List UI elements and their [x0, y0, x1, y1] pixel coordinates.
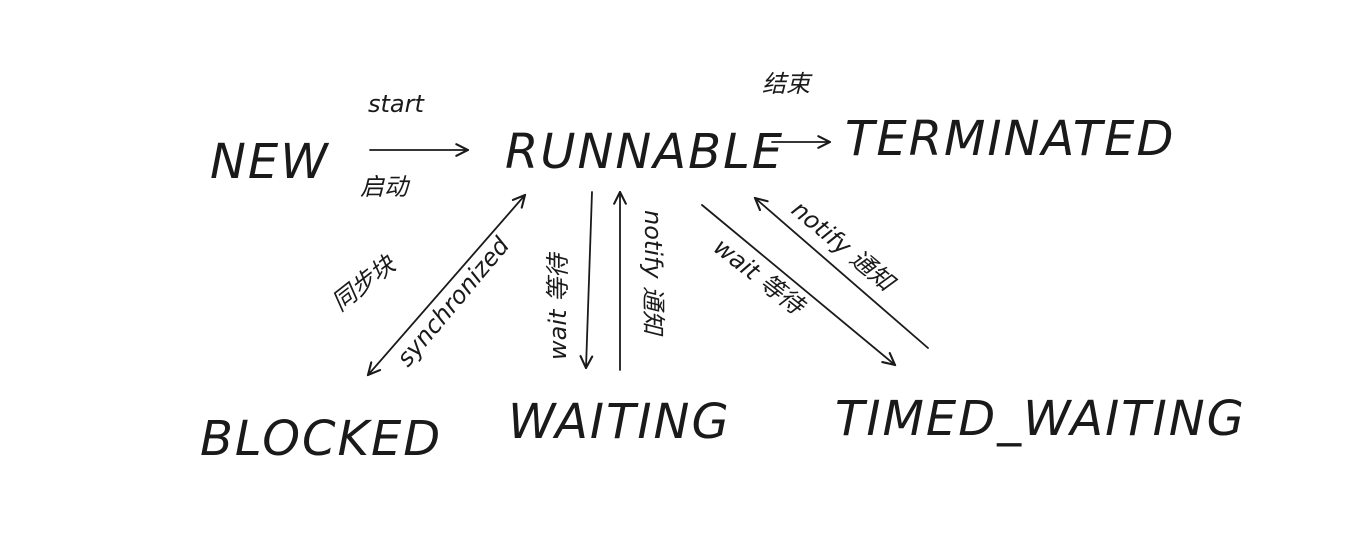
- state-runnable: RUNNABLE: [505, 124, 784, 180]
- state-new: NEW: [210, 134, 330, 190]
- state-waiting: WAITING: [508, 394, 731, 450]
- label-terminate-zh: 结束: [762, 70, 813, 98]
- label-timed-wait: wait 等待: [708, 233, 811, 322]
- state-timed-waiting: TIMED_WAITING: [835, 391, 1246, 447]
- label-wait: wait 等待: [544, 251, 572, 360]
- label-notify: notify 通知: [639, 210, 667, 337]
- label-blocked-zh: 同步块: [326, 249, 402, 317]
- state-blocked: BLOCKED: [200, 411, 442, 467]
- label-start-zh: 启动: [360, 173, 411, 201]
- arrow-runnable-to-timed-waiting: [701, 204, 895, 365]
- arrow-timed-waiting-to-runnable: [755, 198, 929, 349]
- label-start-en: start: [368, 90, 425, 118]
- arrow-runnable-to-waiting: [586, 191, 592, 368]
- label-timed-notify: notify 通知: [786, 195, 901, 298]
- label-blocked-en: synchronized: [391, 231, 515, 372]
- arrow-runnable-blocked: [368, 195, 525, 375]
- state-terminated: TERMINATED: [845, 111, 1175, 167]
